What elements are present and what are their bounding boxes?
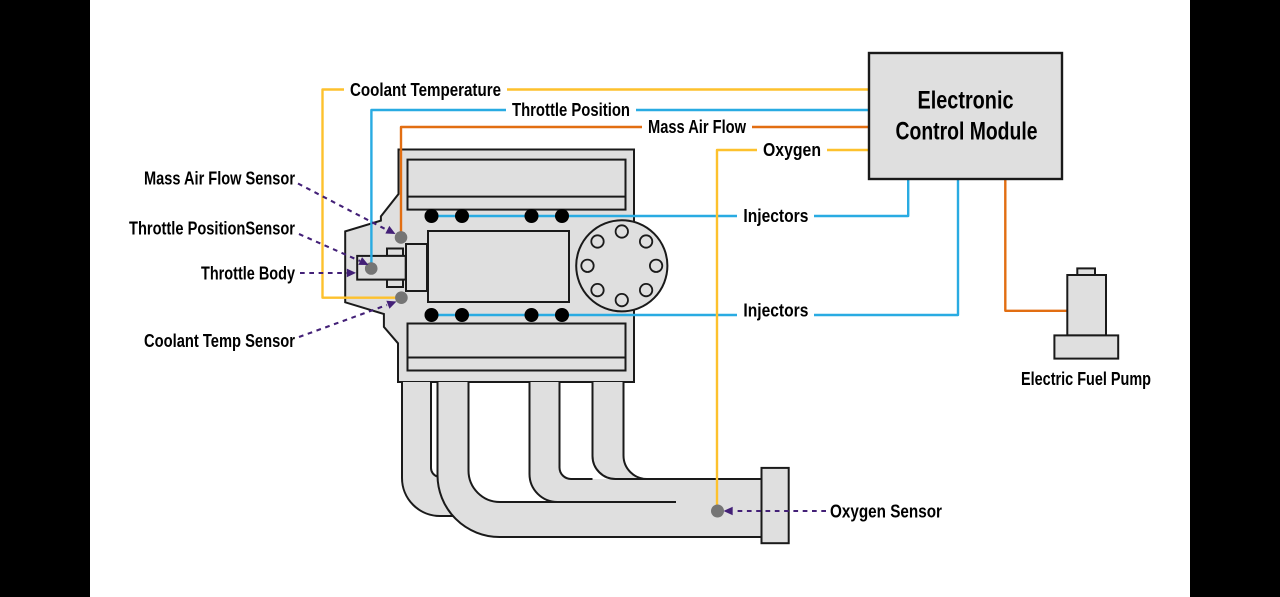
svg-text:Mass Air Flow: Mass Air Flow: [648, 117, 747, 137]
svg-text:Throttle PositionSensor: Throttle PositionSensor: [129, 219, 295, 239]
svg-text:Throttle Body: Throttle Body: [201, 263, 295, 283]
svg-text:Injectors: Injectors: [743, 206, 808, 226]
svg-text:Coolant Temp Sensor: Coolant Temp Sensor: [144, 331, 295, 351]
svg-text:Coolant Temperature: Coolant Temperature: [350, 80, 501, 100]
svg-text:Electronic: Electronic: [918, 87, 1014, 115]
svg-text:Oxygen Sensor: Oxygen Sensor: [830, 502, 942, 522]
svg-text:Mass Air Flow Sensor: Mass Air Flow Sensor: [144, 168, 295, 188]
svg-text:Control Module: Control Module: [896, 118, 1038, 146]
svg-text:Injectors: Injectors: [743, 301, 808, 321]
svg-text:Oxygen: Oxygen: [763, 140, 821, 160]
svg-text:Throttle Position: Throttle Position: [512, 100, 630, 120]
svg-text:Electric Fuel Pump: Electric Fuel Pump: [1021, 369, 1151, 389]
